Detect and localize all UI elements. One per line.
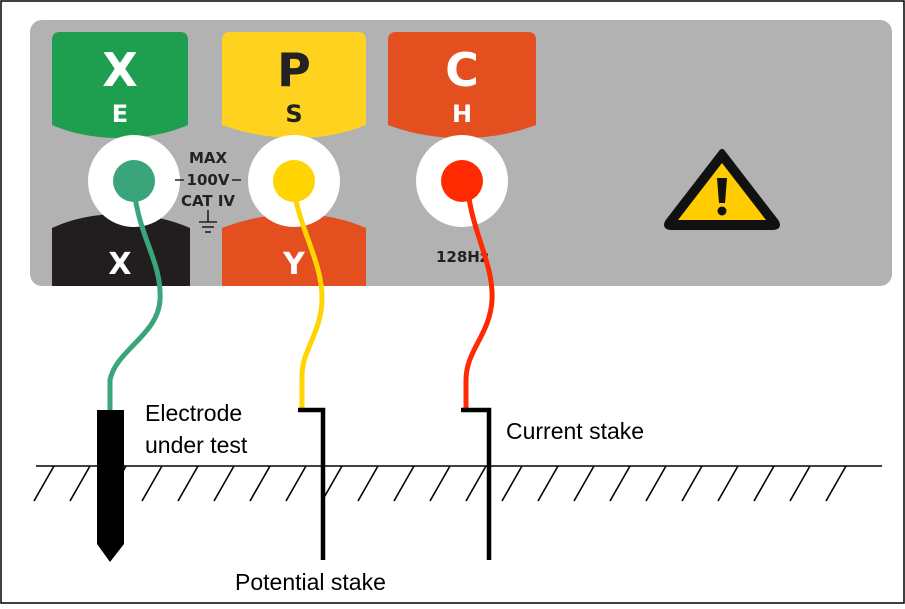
lead-yellow xyxy=(291,187,325,411)
hatch-stroke xyxy=(321,465,343,502)
rating-voltage: 100V xyxy=(187,171,230,189)
hatch-stroke xyxy=(429,465,451,502)
hatch-stroke xyxy=(33,465,55,502)
hatch-stroke xyxy=(357,465,379,502)
terminal-p xyxy=(222,32,366,286)
hatch-stroke xyxy=(177,465,199,502)
hatch-stroke xyxy=(825,465,847,502)
rating-category: CAT IV xyxy=(181,192,235,210)
ground-hatching xyxy=(33,465,847,502)
hatch-stroke xyxy=(393,465,415,502)
current-stake xyxy=(461,407,492,560)
current-stake-label: Current stake xyxy=(506,418,644,444)
terminal-p-base xyxy=(222,214,366,286)
hatch-stroke xyxy=(249,465,271,502)
hatch-stroke xyxy=(753,465,775,502)
potential-stake-label: Potential stake xyxy=(235,569,386,595)
hatch-stroke xyxy=(573,465,595,502)
terminal-x-bottom: X xyxy=(108,247,131,282)
socket-c-plug xyxy=(441,160,483,202)
terminal-p-letter: P xyxy=(277,43,311,97)
hatch-stroke xyxy=(681,465,703,502)
frequency-label: 128Hz xyxy=(436,248,489,266)
terminal-c-sub: H xyxy=(452,100,472,128)
terminal-c-letter: C xyxy=(445,43,479,97)
hatch-stroke xyxy=(645,465,667,502)
lead-green xyxy=(107,187,163,413)
hatch-stroke xyxy=(789,465,811,502)
electrode-rod xyxy=(97,410,124,562)
terminal-p-sub: S xyxy=(285,100,302,128)
potential-stake xyxy=(298,407,326,560)
electrode-label-line1: Electrode xyxy=(145,400,242,426)
terminal-x-letter: X xyxy=(102,43,137,97)
socket-x-plug xyxy=(113,160,155,202)
hatch-stroke xyxy=(465,465,487,502)
hatch-stroke xyxy=(213,465,235,502)
terminal-c-cap xyxy=(388,32,536,138)
terminal-x-sub: E xyxy=(112,100,128,128)
ground-symbol-icon xyxy=(199,210,217,233)
socket-p-plug xyxy=(273,160,315,202)
hatch-stroke xyxy=(537,465,559,502)
hatch-stroke xyxy=(285,465,307,502)
hatch-stroke xyxy=(105,465,127,502)
terminal-x-cap xyxy=(52,32,188,138)
terminal-p-cap xyxy=(222,32,366,138)
hatch-stroke xyxy=(501,465,523,502)
hatch-stroke xyxy=(141,465,163,502)
warning-triangle-icon xyxy=(664,149,780,230)
hatch-stroke xyxy=(609,465,631,502)
electrode-label-line2: under test xyxy=(145,432,248,458)
terminal-p-bottom: Y xyxy=(282,247,306,282)
hatch-stroke xyxy=(717,465,739,502)
hatch-stroke xyxy=(69,465,91,502)
rating-max: MAX xyxy=(189,149,228,167)
terminal-c xyxy=(388,32,536,138)
lead-red xyxy=(463,187,495,411)
